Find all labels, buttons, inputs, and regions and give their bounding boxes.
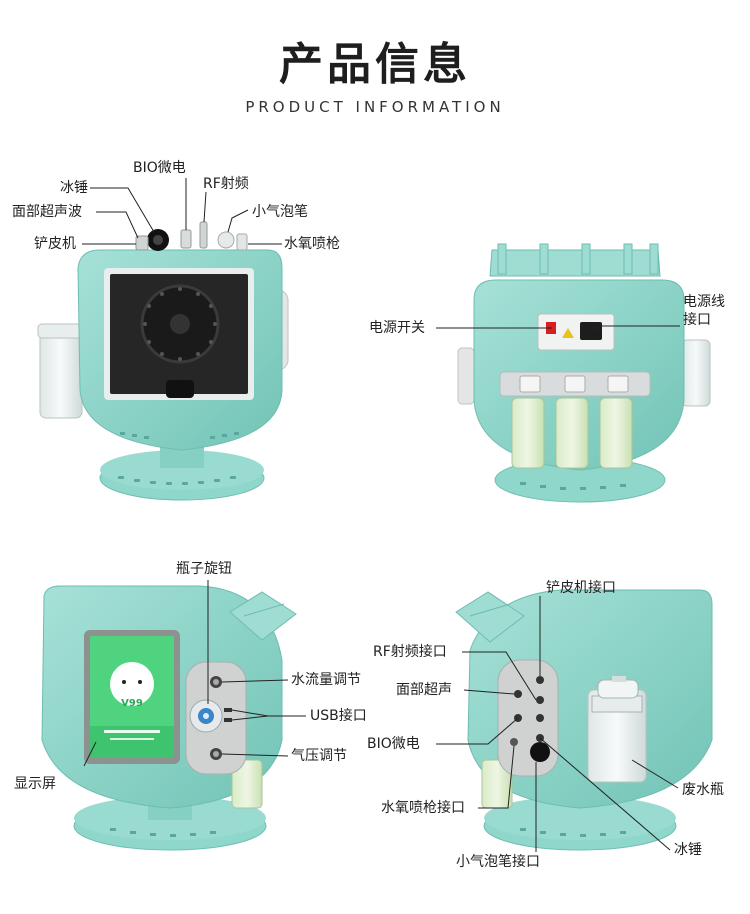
page-subtitle: PRODUCT INFORMATION	[245, 98, 505, 116]
left-side-leaders	[83, 580, 306, 767]
label-power-cord-line2: 接口	[683, 312, 711, 328]
label-rf-port: RF射频接口	[373, 644, 447, 660]
front-view-machine	[37, 221, 289, 501]
label-ice-hammer-port: 冰锤	[674, 842, 702, 858]
label-hydro-oxygen-port: 水氧喷枪接口	[381, 800, 465, 816]
label-ice-hammer: 冰锤	[60, 180, 88, 196]
back-view-machine	[457, 243, 711, 503]
label-water-flow: 水流量调节	[291, 672, 361, 688]
label-usb: USB接口	[310, 708, 367, 724]
label-small-bubble-port: 小气泡笔接口	[456, 854, 540, 870]
label-scrubber: 铲皮机	[34, 236, 76, 252]
label-face-ultrasound: 面部超声波	[12, 204, 82, 220]
front-view-leaders	[82, 178, 282, 245]
back-view-leaders	[436, 325, 680, 331]
right-side-leaders	[436, 596, 679, 852]
label-bio-port: BIO微电	[367, 736, 420, 752]
label-face-ultrasound-port: 面部超声	[396, 682, 452, 698]
label-bio: BIO微电	[133, 160, 186, 176]
label-display: 显示屏	[14, 776, 56, 792]
label-small-bubble-pen: 小气泡笔	[252, 204, 308, 220]
label-air-pressure: 气压调节	[291, 748, 347, 764]
label-power-switch: 电源开关	[369, 320, 425, 336]
label-power-cord-line1: 电源线	[683, 294, 725, 310]
label-scrubber-port: 铲皮机接口	[546, 580, 616, 596]
label-waste-bottle: 废水瓶	[682, 782, 724, 798]
label-hydro-oxygen-gun: 水氧喷枪	[284, 236, 340, 252]
right-side-machine	[455, 589, 713, 851]
label-bottle-knob: 瓶子旋钮	[176, 561, 232, 577]
left-side-machine: V99	[41, 585, 297, 851]
page-title: 产品信息	[279, 39, 471, 90]
screen-logo-text: V99	[121, 698, 143, 709]
label-rf: RF射频	[203, 176, 249, 192]
